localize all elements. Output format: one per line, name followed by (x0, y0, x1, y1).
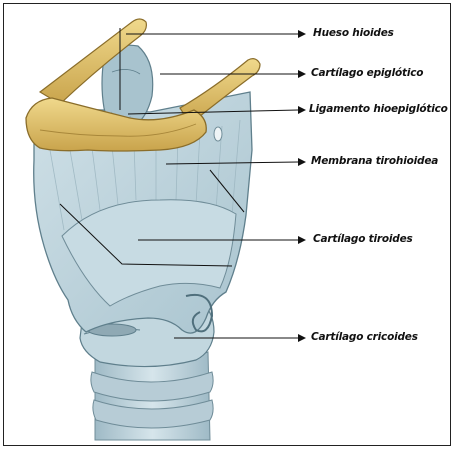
label-epiglottic-cartilage: Cartílago epiglótico (311, 67, 423, 79)
label-thyroid-cartilage: Cartílago tiroides (313, 233, 413, 245)
label-thyrohyoid-membrane: Membrana tirohioidea (311, 155, 438, 167)
label-hyoid-bone: Hueso hioides (313, 27, 394, 39)
label-hyoepiglottic-ligament: Ligamento hioepiglótico (309, 103, 448, 115)
label-cricoid-cartilage: Cartílago cricoides (311, 331, 418, 343)
leader-arrowheads (298, 30, 306, 342)
